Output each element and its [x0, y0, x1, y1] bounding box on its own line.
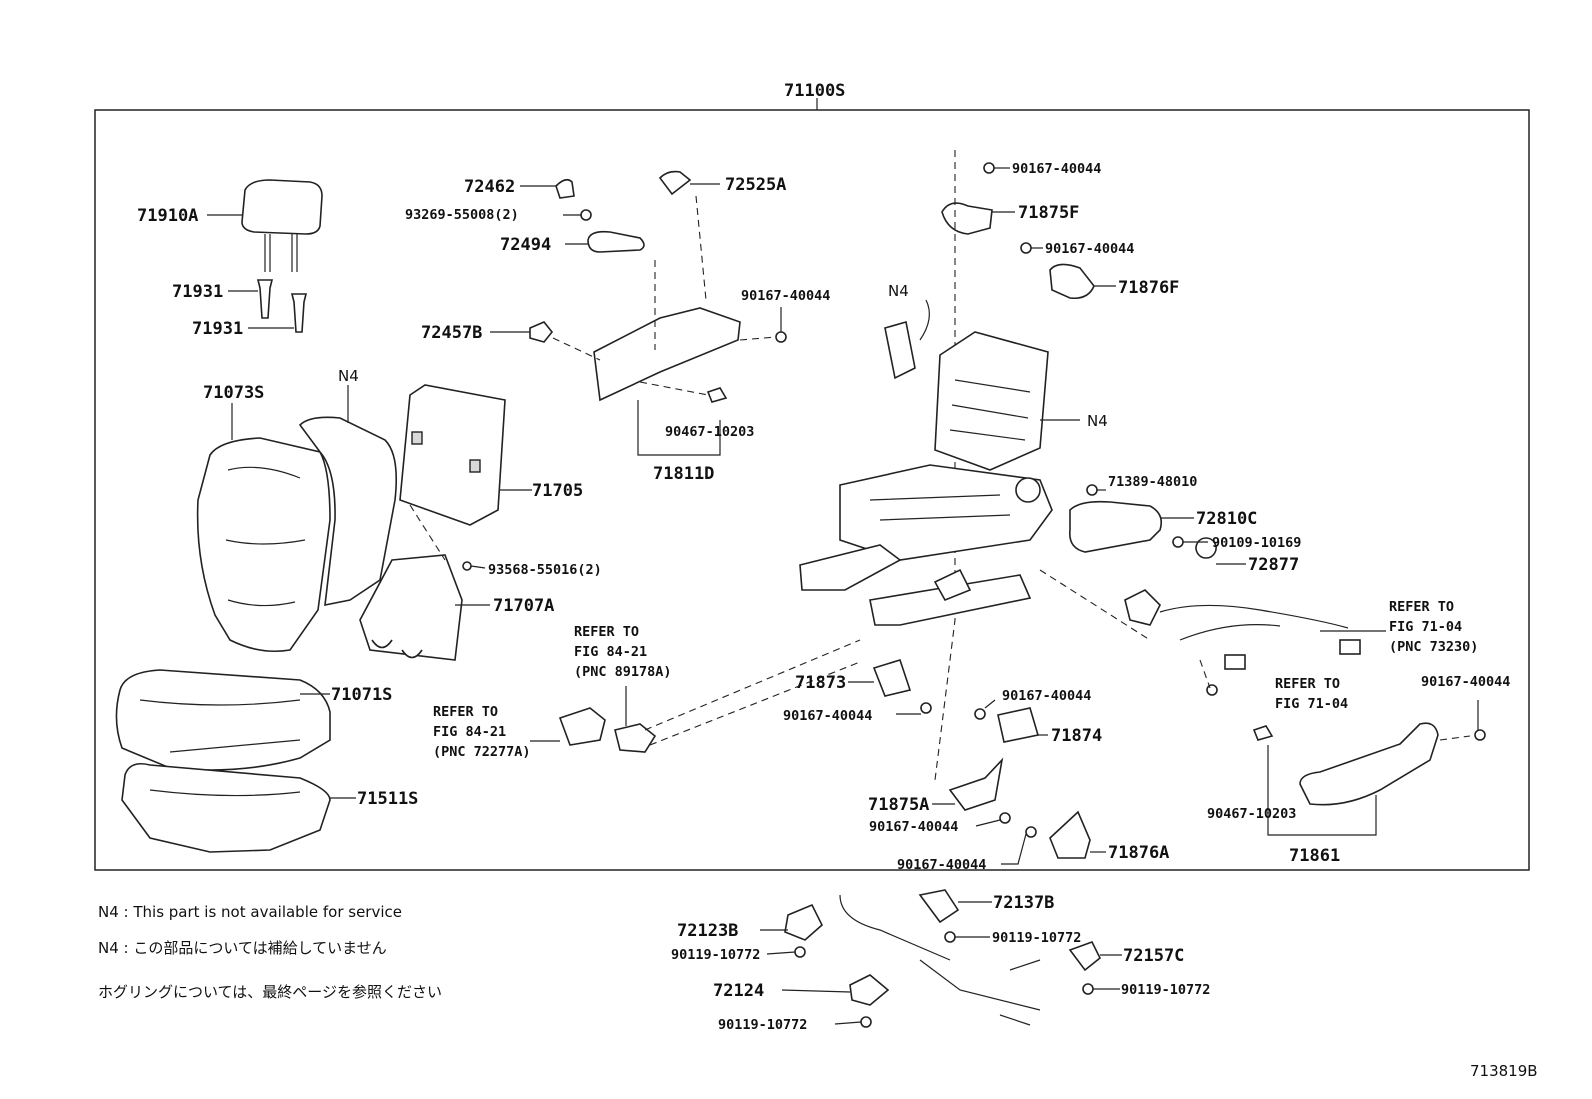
label-71511S: 71511S — [357, 789, 418, 809]
label-90119-c: 90119-10772 — [992, 930, 1081, 946]
refer-fig71-04-pnc73230: REFER TO FIG 71-04 (PNC 73230) — [1389, 599, 1478, 655]
label-72457B: 72457B — [421, 323, 482, 343]
label-90167-b: 90167-40044 — [1012, 161, 1101, 177]
label-90467-a: 90467-10203 — [665, 424, 754, 440]
label-93269: 93269-55008(2) — [405, 207, 519, 223]
label-71073S: 71073S — [203, 383, 264, 403]
seat-frame-drawing — [799, 299, 1053, 626]
label-93568: 93568-55016(2) — [488, 562, 602, 578]
headrest-drawing — [241, 179, 323, 333]
side-covers-drawing — [941, 162, 1095, 300]
svg-text:REFER TO: REFER TO — [1389, 599, 1454, 615]
label-72810C: 72810C — [1196, 509, 1257, 529]
label-90119-b: 90119-10772 — [718, 1017, 807, 1033]
svg-text:(PNC 89178A): (PNC 89178A) — [574, 664, 672, 680]
cushion-drawing — [115, 669, 331, 853]
label-n4-back: N4 — [338, 367, 359, 385]
svg-text:(PNC 72277A): (PNC 72277A) — [433, 744, 531, 760]
assembly-label: 71100S — [784, 81, 845, 101]
label-90467-b: 90467-10203 — [1207, 806, 1296, 822]
label-90167-e: 90167-40044 — [1002, 688, 1091, 704]
refer-fig71-04: REFER TO FIG 71-04 — [1275, 676, 1348, 712]
label-71875A: 71875A — [868, 795, 929, 815]
label-71876A: 71876A — [1108, 843, 1169, 863]
label-72462: 72462 — [464, 177, 515, 197]
svg-text:(PNC 73230): (PNC 73230) — [1389, 639, 1478, 655]
label-71875F: 71875F — [1018, 203, 1079, 223]
label-72124: 72124 — [713, 981, 764, 1001]
label-90119-d: 90119-10772 — [1121, 982, 1210, 998]
label-71876F: 71876F — [1118, 278, 1179, 298]
label-71707A: 71707A — [493, 596, 554, 616]
label-90119-a: 90119-10772 — [671, 947, 760, 963]
label-71874: 71874 — [1051, 726, 1102, 746]
figure-id: 713819B — [1470, 1062, 1538, 1080]
label-90167-g: 90167-40044 — [897, 857, 986, 873]
seatback-drawing — [196, 384, 506, 661]
svg-text:FIG 71-04: FIG 71-04 — [1389, 619, 1462, 635]
lower-center-drawing — [872, 659, 1091, 859]
switch-connector-drawing — [558, 707, 657, 753]
label-72157C: 72157C — [1123, 946, 1184, 966]
label-72525A: 72525A — [725, 175, 786, 195]
label-71705: 71705 — [532, 481, 583, 501]
refer-fig84-21-pnc89178A: REFER TO FIG 84-21 (PNC 89178A) — [574, 624, 672, 680]
note-not-available: N4 : This part is not available for serv… — [98, 903, 402, 921]
label-71931-lower: 71931 — [192, 319, 243, 339]
note-not-available-ja: N4 : この部品については補給していません — [98, 939, 387, 957]
label-72494: 72494 — [500, 235, 551, 255]
label-90167-h: 90167-40044 — [1421, 674, 1510, 690]
label-90167-d: 90167-40044 — [783, 708, 872, 724]
label-n4-frame: N4 — [1087, 412, 1108, 430]
label-n4-frame-top: N4 — [888, 282, 909, 300]
recliner-cover-drawing — [529, 170, 787, 403]
assembly-frame — [94, 109, 1530, 871]
label-90167-c: 90167-40044 — [1045, 241, 1134, 257]
svg-text:REFER TO: REFER TO — [433, 704, 498, 720]
label-90167-a: 90167-40044 — [741, 288, 830, 304]
svg-text:REFER TO: REFER TO — [574, 624, 639, 640]
svg-text:FIG 71-04: FIG 71-04 — [1275, 696, 1348, 712]
label-71861: 71861 — [1289, 846, 1340, 866]
svg-text:FIG 84-21: FIG 84-21 — [433, 724, 506, 740]
label-71389: 71389-48010 — [1108, 474, 1197, 490]
label-72877: 72877 — [1248, 555, 1299, 575]
label-72137B: 72137B — [993, 893, 1054, 913]
note-hog-ring-ja: ホグリングについては、最終ページを参照ください — [98, 983, 442, 1001]
rail-covers-drawing — [784, 889, 1102, 1028]
svg-text:FIG 84-21: FIG 84-21 — [574, 644, 647, 660]
label-71873: 71873 — [795, 673, 846, 693]
label-71910A: 71910A — [137, 206, 198, 226]
label-71811D: 71811D — [653, 464, 714, 484]
label-90167-f: 90167-40044 — [869, 819, 958, 835]
label-90109: 90109-10169 — [1212, 535, 1301, 551]
svg-text:REFER TO: REFER TO — [1275, 676, 1340, 692]
label-71931-upper: 71931 — [172, 282, 223, 302]
label-72123B: 72123B — [677, 921, 738, 941]
label-71071S: 71071S — [331, 685, 392, 705]
armrest-drawing — [1068, 484, 1486, 806]
refer-fig84-21-pnc72277A: REFER TO FIG 84-21 (PNC 72277A) — [433, 704, 531, 760]
